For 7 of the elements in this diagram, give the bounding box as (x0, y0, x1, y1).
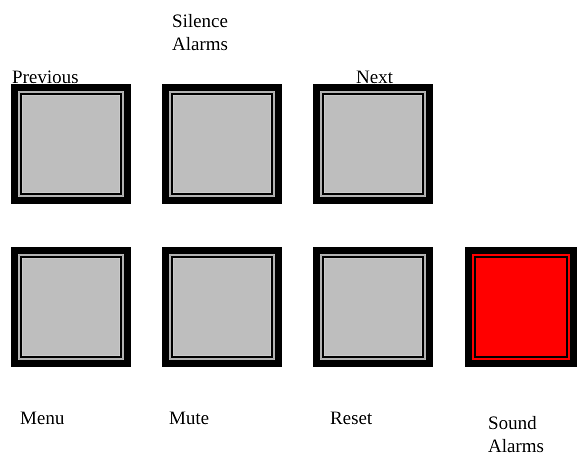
key-label: Menu (20, 407, 66, 430)
key-label: Previous (12, 66, 80, 89)
key-label: Mute (169, 407, 210, 430)
key-label: Next (356, 66, 394, 89)
key-label: Reset (330, 407, 374, 430)
key-label: Sound Alarms (488, 412, 545, 458)
key-label: Silence Alarms (172, 10, 229, 56)
